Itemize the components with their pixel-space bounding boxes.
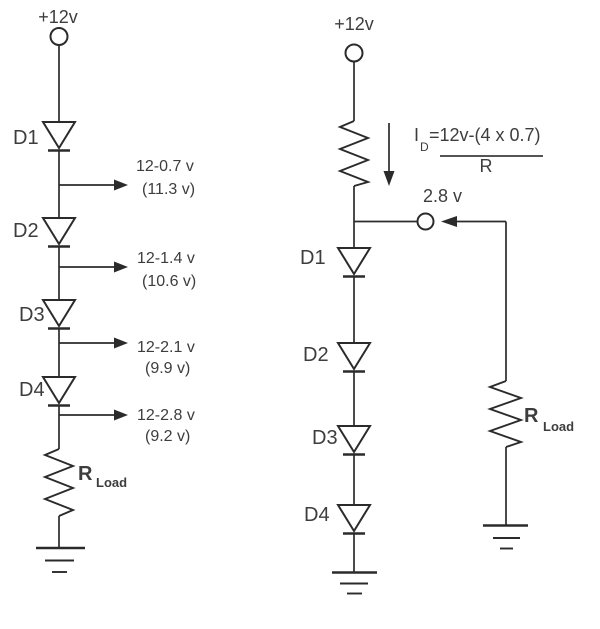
arrow-right-icon: [114, 261, 128, 273]
tap1-result: (11.3 v): [142, 181, 195, 198]
arrow-left-icon: [441, 216, 506, 227]
load-resistor-subscript: Load: [96, 475, 127, 490]
diode-d4-label: D4: [19, 379, 45, 401]
formula-denominator: R: [480, 156, 493, 176]
diode-d2-label: D2: [303, 344, 329, 366]
diode-d3-icon: [41, 299, 77, 328]
tap3-result: (9.9 v): [145, 360, 190, 377]
load-resistor-subscript: Load: [543, 419, 574, 434]
ground-icon: [36, 546, 85, 573]
diode-d3-label: D3: [312, 427, 338, 449]
right-circuit: +12v I D =12v-(4 x 0.7) R 2.8 v: [300, 14, 574, 595]
tap2-result: (10.6 v): [142, 273, 196, 290]
tap4-result: (9.2 v): [145, 428, 190, 445]
node-terminal-icon: [416, 212, 435, 231]
load-resistor-icon: [42, 448, 76, 517]
diode-d2-label: D2: [13, 220, 39, 242]
ground-icon: [332, 571, 377, 595]
supply-voltage-label: +12v: [38, 7, 78, 27]
tap4-expression: 12-2.8 v: [137, 407, 195, 424]
diode-d4-icon: [336, 504, 372, 533]
supply-terminal-icon: [49, 27, 69, 46]
tap3-expression: 12-2.1 v: [137, 339, 195, 356]
load-resistor-label: R: [78, 463, 93, 485]
diode-d4-label: D4: [304, 504, 330, 526]
diode-d1-label: D1: [13, 127, 39, 149]
load-resistor-icon: [487, 380, 524, 448]
supply-terminal-icon: [344, 43, 364, 63]
current-formula: I D =12v-(4 x 0.7) R: [414, 125, 543, 176]
current-arrow-down-icon: [383, 123, 395, 186]
diode-d1-label: D1: [300, 247, 326, 269]
diode-d4-icon: [41, 376, 77, 405]
supply-voltage-label: +12v: [334, 14, 374, 34]
diode-d2-icon: [41, 217, 77, 246]
load-resistor-label: R: [524, 405, 539, 427]
diode-d1-icon: [336, 247, 372, 276]
diode-d3-icon: [336, 425, 372, 454]
ground-icon: [483, 524, 528, 550]
series-resistor-icon: [337, 120, 371, 187]
diode-d1-icon: [41, 121, 77, 150]
formula-numerator: =12v-(4 x 0.7): [429, 125, 541, 145]
arrow-right-icon: [114, 179, 128, 191]
node-voltage-label: 2.8 v: [423, 186, 462, 206]
diode-d2-icon: [336, 342, 372, 371]
tap2-expression: 12-1.4 v: [137, 250, 195, 267]
arrow-right-icon: [114, 409, 128, 421]
current-symbol: I: [414, 125, 419, 145]
diode-d3-label: D3: [19, 304, 45, 326]
arrow-right-icon: [114, 337, 128, 349]
tap1-expression: 12-0.7 v: [136, 158, 194, 175]
left-circuit: +12v D1 12-0.7 v (11.3 v) D2 12-1.4 v (1…: [13, 7, 196, 573]
current-subscript: D: [420, 140, 429, 154]
